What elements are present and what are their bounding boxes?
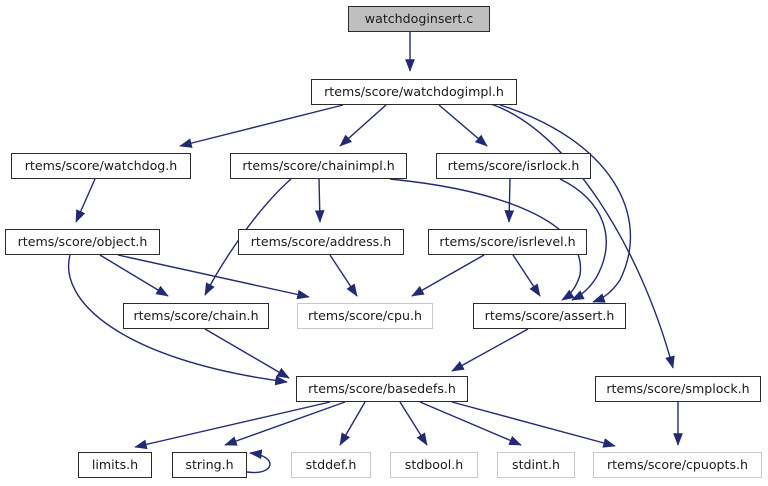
edge-chain-basedefs [204,328,290,379]
edge-isrlock-isrlevel [504,178,515,223]
node-label: rtems/score/assert.h [484,307,615,323]
node-label: rtems/score/cpuopts.h [606,456,749,472]
node-rtems-score-chainimpl-h[interactable]: rtems/score/chainimpl.h [230,153,407,179]
edge-watchdogimpl-assert [499,104,632,303]
edge-paths [67,32,683,474]
edge-basedefs-stdint [419,401,522,446]
edge-basedefs-cpuopts [451,401,616,448]
node-rtems-score-cpuopts-h[interactable]: rtems/score/cpuopts.h [593,452,762,478]
edge-basedefs-string [224,401,346,446]
node-string-h[interactable]: string.h [172,452,247,478]
node-label: stdint.h [512,456,560,472]
node-rtems-score-object-h[interactable]: rtems/score/object.h [5,229,160,255]
edge-watchdogimpl-isrlock [438,104,488,147]
node-rtems-score-chain-h[interactable]: rtems/score/chain.h [123,303,269,329]
edge-address-cpu [329,254,358,297]
node-label: rtems/score/cpu.h [308,307,422,323]
edge-basedefs-limits [134,401,331,450]
node-label: stddef.h [305,456,357,472]
node-rtems-score-cpu-h[interactable]: rtems/score/cpu.h [297,303,433,329]
node-rtems-score-watchdog-h[interactable]: rtems/score/watchdog.h [11,153,191,179]
node-stdbool-h[interactable]: stdbool.h [390,452,478,478]
edge-object-basedefs [67,254,288,386]
node-rtems-score-assert-h[interactable]: rtems/score/assert.h [473,303,626,329]
node-label: rtems/score/chainimpl.h [242,157,395,173]
node-label: rtems/score/chain.h [133,307,259,323]
edge-object-chain [99,254,169,297]
node-label: rtems/score/isrlevel.h [439,233,576,249]
edge-basedefs-stddef [339,401,366,446]
node-rtems-score-address-h[interactable]: rtems/score/address.h [238,229,404,255]
node-label: rtems/score/smplock.h [606,380,750,396]
edge-watchdogimpl-chainimpl [339,104,387,147]
node-rtems-score-basedefs-h[interactable]: rtems/score/basedefs.h [296,376,468,402]
node-rtems-score-watchdogimpl-h[interactable]: rtems/score/watchdogimpl.h [311,79,517,105]
node-label: rtems/score/basedefs.h [308,380,456,396]
node-label: rtems/score/isrlock.h [447,157,580,173]
node-rtems-score-isrlock-h[interactable]: rtems/score/isrlock.h [436,153,591,179]
node-label: string.h [185,456,234,472]
node-label: rtems/score/address.h [250,233,392,249]
edge-assert-basedefs [451,328,529,372]
node-label: stdbool.h [404,456,464,472]
node-stdint-h[interactable]: stdint.h [497,452,575,478]
node-label: limits.h [91,456,139,472]
edge-basedefs-stdbool [399,401,428,446]
node-rtems-score-smplock-h[interactable]: rtems/score/smplock.h [595,376,761,402]
node-stddef-h[interactable]: stddef.h [291,452,371,478]
edge-watchdogimpl-smplock [490,103,675,369]
edge-isrlock-assert [559,178,607,301]
node-label: watchdoginsert.c [364,10,474,26]
edge-watchdogimpl-watchdog [179,104,344,148]
edge-isrlevel-assert [512,254,541,297]
node-label: rtems/score/watchdog.h [24,157,178,173]
edge-isrlevel-cpu [411,254,485,297]
node-watchdoginsert-c[interactable]: watchdoginsert.c [348,6,490,32]
edge-object-cpu [117,254,310,300]
edge-string-string-selfloop [246,449,271,474]
node-label: rtems/score/object.h [17,233,148,249]
node-limits-h[interactable]: limits.h [78,452,152,478]
edge-watchdog-object [75,178,96,223]
node-label: rtems/score/watchdogimpl.h [324,83,504,99]
node-rtems-score-isrlevel-h[interactable]: rtems/score/isrlevel.h [428,229,587,255]
edge-chainimpl-address [314,178,325,223]
